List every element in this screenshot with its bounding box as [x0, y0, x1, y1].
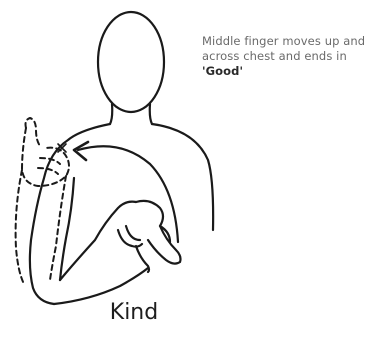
instruction-bold-word: 'Good' — [202, 64, 243, 78]
head-outline — [98, 12, 164, 112]
forearm-bottom — [54, 268, 148, 304]
instruction-text: Middle finger moves up and across chest … — [202, 34, 365, 63]
dashed-fist — [22, 128, 69, 186]
motion-arrow-head — [74, 142, 88, 160]
hand-knuckles — [118, 226, 142, 247]
instruction-caption: Middle finger moves up and across chest … — [202, 34, 370, 79]
dashed-thumb — [26, 118, 41, 146]
middle-finger — [148, 226, 181, 264]
sign-word-title: Kind — [0, 300, 268, 325]
